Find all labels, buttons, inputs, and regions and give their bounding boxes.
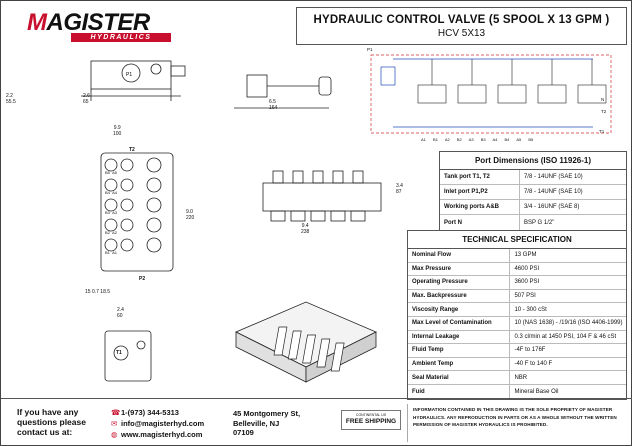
hydraulic-schematic <box>363 45 625 145</box>
model-number: HCV 5X13 <box>437 28 486 39</box>
contact-prompt: If you have any questions please contact… <box>17 407 86 437</box>
legal-notice: INFORMATION CONTAINED IN THIS DRAWING IS… <box>413 407 617 427</box>
inlet-section-drawing <box>93 323 163 393</box>
spool-labels: B5 A5 B4 A4 B3 A3 B2 A2 B1 A1 <box>105 170 118 255</box>
schematic-n-label: N <box>601 97 605 102</box>
drawing-title: HYDRAULIC CONTROL VALVE (5 SPOOL X 13 GP… <box>313 14 610 26</box>
address: 45 Montgomery St, Belleville, NJ 07109 <box>233 409 301 437</box>
phone-icon: ☎ <box>111 408 121 417</box>
website-link[interactable]: ◍www.magisterhyd.com <box>111 430 203 439</box>
logo-tagline: HYDRAULICS <box>71 33 171 42</box>
table-row: Ambient Temp-40 F to 140 F <box>408 357 626 372</box>
front-bottom-dims: 15 0.7 18.5 <box>85 289 111 295</box>
logo-wordmark: MAGISTER <box>27 9 150 36</box>
email-icon: ✉ <box>111 419 118 428</box>
side-view-drawing: P1 <box>71 51 201 111</box>
port-p2-label: P2 <box>139 276 146 282</box>
schematic-t2-label: T2 <box>601 109 607 114</box>
phone-contact[interactable]: ☎1-(973) 344-5313 <box>111 408 179 417</box>
handle-drawing <box>229 63 339 118</box>
port-dimensions-title: Port Dimensions (ISO 11926-1) <box>440 152 626 170</box>
schematic-p1-label: P1 <box>367 47 373 52</box>
schematic-work-ports: A1 B1 A2 B2 A3 B3 A4 B4 A5 B5 <box>421 137 534 142</box>
top-view-drawing <box>251 161 391 231</box>
table-row: Fluid Temp-4F to 176F <box>408 344 626 358</box>
port-t2-label: T2 <box>129 147 135 153</box>
free-shipping-badge: CONTINENTAL US FREE SHIPPING <box>341 410 401 430</box>
schematic-t1-label: T1 <box>599 129 605 134</box>
port-label: P1 <box>126 72 132 78</box>
port-t1-label: T1 <box>116 350 122 356</box>
divider <box>407 404 408 442</box>
port-dimensions-table: Port Dimensions (ISO 11926-1) Tank port … <box>439 151 627 231</box>
email-contact[interactable]: ✉info@magisterhyd.com <box>111 419 205 428</box>
front-view-drawing <box>99 149 179 274</box>
title-block: HYDRAULIC CONTROL VALVE (5 SPOOL X 13 GP… <box>296 7 627 45</box>
isometric-view-drawing <box>226 287 386 387</box>
globe-icon: ◍ <box>111 430 118 439</box>
footer: If you have any questions please contact… <box>1 398 632 446</box>
brand-logo: MAGISTER HYDRAULICS <box>27 9 177 42</box>
tech-spec-title: TECHNICAL SPECIFICATION <box>408 231 626 249</box>
contact-list: ☎1-(973) 344-5313 ✉info@magisterhyd.com … <box>111 407 204 440</box>
